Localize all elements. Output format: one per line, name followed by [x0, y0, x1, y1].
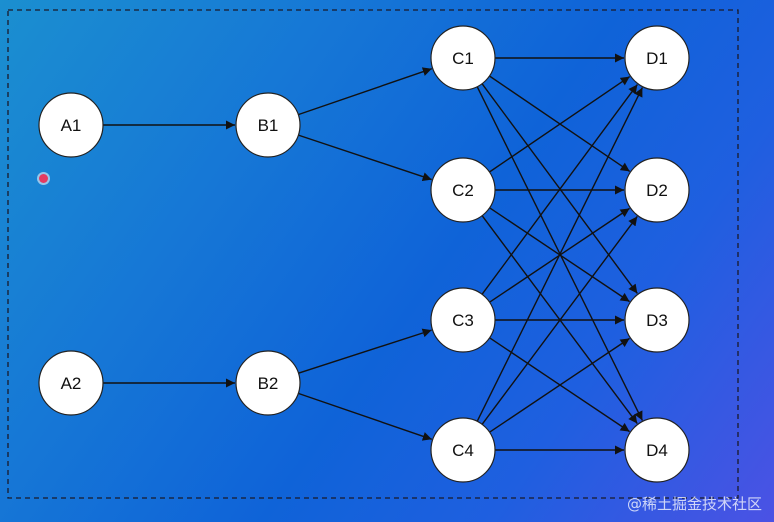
node-c2[interactable]: C2 — [430, 157, 496, 223]
node-label: C2 — [452, 181, 474, 200]
node-c4[interactable]: C4 — [430, 417, 496, 483]
node-c3[interactable]: C3 — [430, 287, 496, 353]
node-b2[interactable]: B2 — [235, 350, 301, 416]
node-label: D3 — [646, 311, 668, 330]
node-a2[interactable]: A2 — [38, 350, 104, 416]
edge-c4-d3 — [489, 337, 630, 433]
node-label: B2 — [258, 374, 279, 393]
node-d4[interactable]: D4 — [624, 417, 690, 483]
node-label: C4 — [452, 441, 474, 460]
edge-c2-d1 — [489, 75, 631, 173]
node-label: C3 — [452, 311, 474, 330]
edge-c4-d2 — [481, 216, 638, 425]
node-d2[interactable]: D2 — [624, 157, 690, 223]
node-label: A1 — [61, 116, 82, 135]
node-circle — [624, 287, 690, 353]
node-circle — [430, 287, 496, 353]
selection-frame — [7, 9, 739, 499]
node-circle — [430, 157, 496, 223]
node-circle — [38, 350, 104, 416]
node-circle — [38, 92, 104, 158]
node-circle — [430, 25, 496, 91]
node-d3[interactable]: D3 — [624, 287, 690, 353]
node-circle — [624, 25, 690, 91]
node-circle — [624, 417, 690, 483]
edges — [103, 53, 643, 455]
node-circle — [430, 417, 496, 483]
node-d1[interactable]: D1 — [624, 25, 690, 91]
node-label: D4 — [646, 441, 668, 460]
edge-b1-c2 — [298, 134, 432, 181]
node-label: C1 — [452, 49, 474, 68]
node-circle — [624, 157, 690, 223]
node-circle — [235, 350, 301, 416]
edge-b2-c4 — [298, 392, 433, 441]
node-c1[interactable]: C1 — [430, 25, 496, 91]
node-label: D1 — [646, 49, 668, 68]
edge-b1-c1 — [298, 67, 433, 116]
cursor-indicator — [39, 174, 48, 183]
edge-c3-d1 — [481, 84, 638, 295]
edge-c4-d1 — [476, 87, 643, 422]
node-label: D2 — [646, 181, 668, 200]
node-label: B1 — [258, 116, 279, 135]
edge-b2-c3 — [298, 328, 432, 374]
node-label: A2 — [61, 374, 82, 393]
node-circle — [235, 92, 301, 158]
watermark: @稀土掘金技术社区 — [626, 495, 762, 513]
node-b1[interactable]: B1 — [235, 92, 301, 158]
node-a1[interactable]: A1 — [38, 92, 104, 158]
